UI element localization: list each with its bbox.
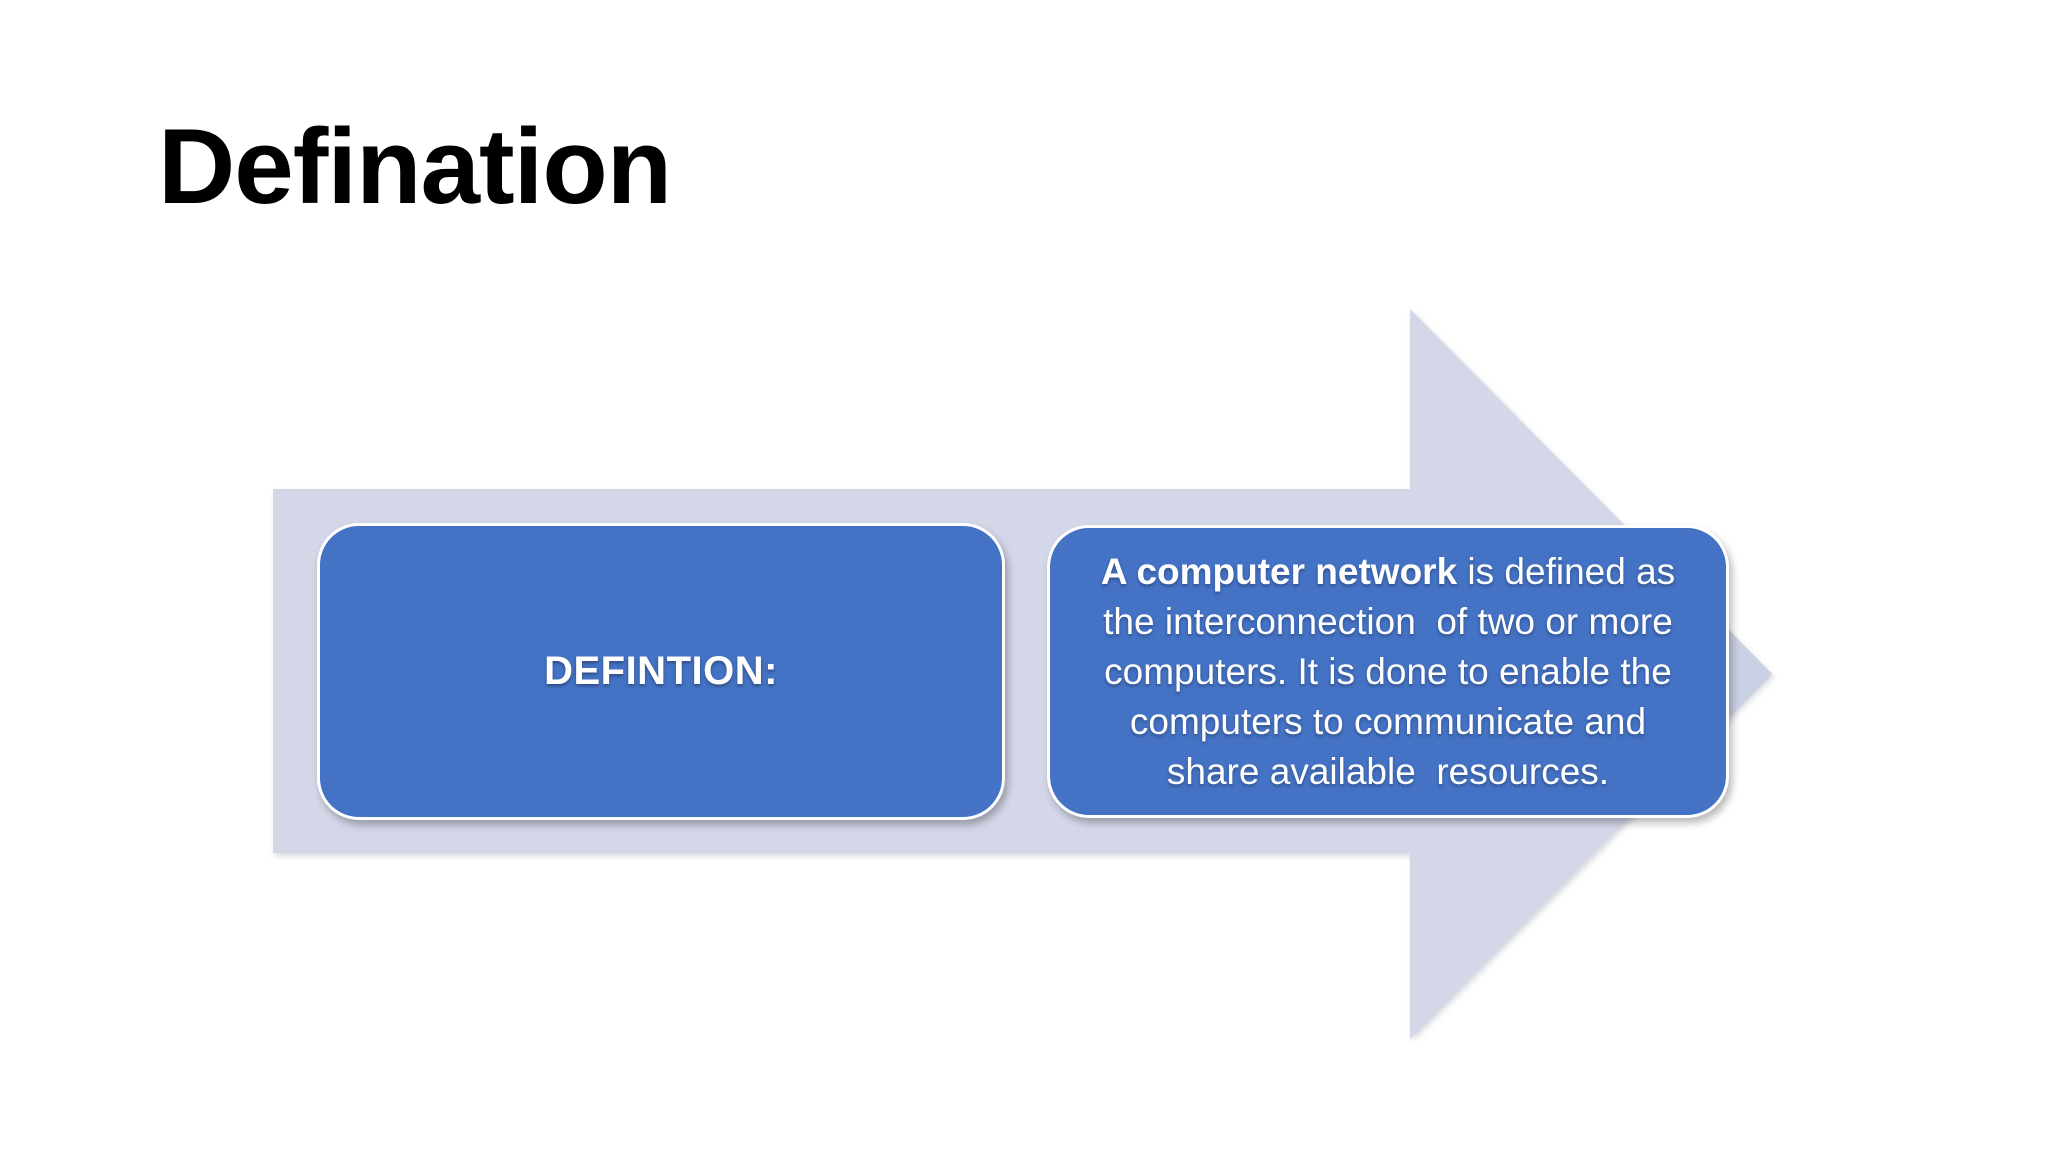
definition-text-line-1: A computer network is defined as <box>1101 547 1675 597</box>
definition-text-line-2: the interconnection of two or more <box>1103 600 1673 642</box>
slide-title: Defination <box>158 106 672 226</box>
definition-text-box: A computer network is defined as the int… <box>1047 525 1729 818</box>
arrow-tip-shape <box>1729 630 1772 718</box>
definition-label: DEFINTION: <box>544 649 778 693</box>
definition-text-line-1-rest: is defined as <box>1457 550 1676 592</box>
definition-label-box: DEFINTION: <box>317 523 1005 820</box>
definition-text-bold: A computer network <box>1100 550 1458 592</box>
right-arrow-shape <box>273 309 1772 1039</box>
definition-text-line-4: computers to communicate and <box>1129 700 1647 742</box>
definition-text-line-3: computers. It is done to enable the <box>1104 650 1672 692</box>
definition-text-line-5: share available resources. <box>1166 750 1610 792</box>
arrow-body-shape <box>273 309 1772 1039</box>
